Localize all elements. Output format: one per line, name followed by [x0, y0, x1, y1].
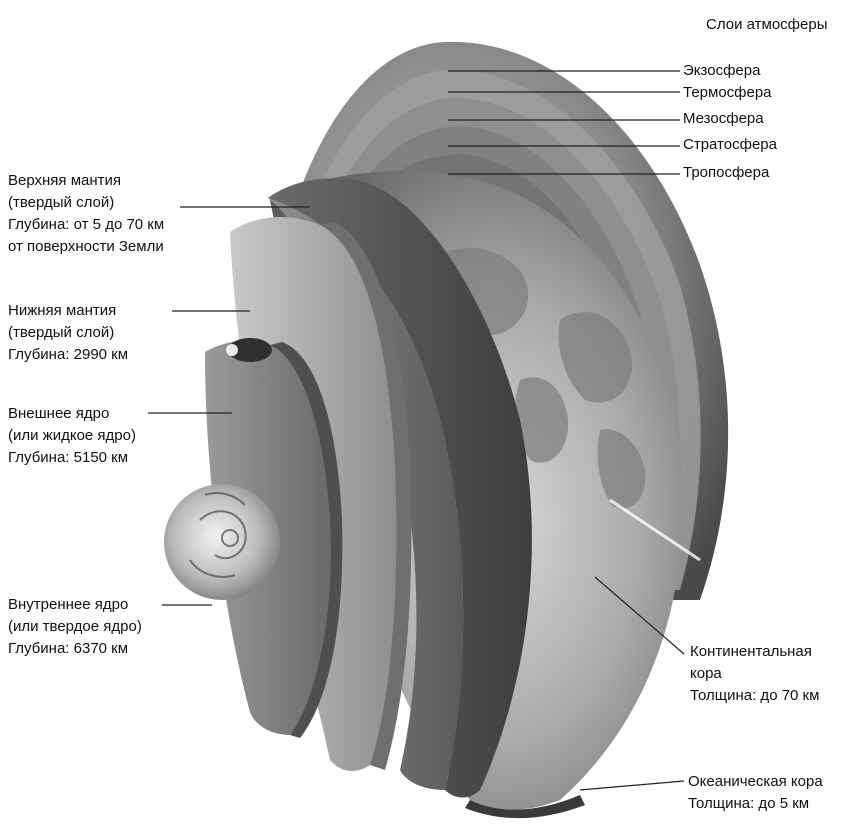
label-exosphere: Экзосфера	[683, 60, 760, 82]
upper-mantle-depth: Глубина: от 5 до 70 км	[8, 214, 164, 236]
label-stratosphere: Стратосфера	[683, 134, 777, 156]
outer-core-name: Внешнее ядро	[8, 403, 136, 425]
light-flare	[226, 344, 238, 356]
upper-mantle-note: от поверхности Земли	[8, 236, 164, 258]
outer-core-label: Внешнее ядро (или жидкое ядро) Глубина: …	[8, 403, 136, 469]
leader-oceanic-crust	[580, 781, 684, 790]
inner-core-name: Внутреннее ядро	[8, 594, 142, 616]
continental-crust-name-2: кора	[690, 663, 819, 685]
upper-mantle-label: Верхняя мантия (твердый слой) Глубина: о…	[8, 170, 164, 258]
lower-mantle-label: Нижняя мантия (твердый слой) Глубина: 29…	[8, 300, 128, 366]
inner-core-label: Внутреннее ядро (или твердое ядро) Глуби…	[8, 594, 142, 660]
lower-mantle-depth: Глубина: 2990 км	[8, 344, 128, 366]
outer-core-state: (или жидкое ядро)	[8, 425, 136, 447]
lower-mantle-name: Нижняя мантия	[8, 300, 128, 322]
oceanic-crust-label: Океаническая кора Толщина: до 5 км	[688, 771, 823, 815]
atmosphere-title: Слои атмосферы	[706, 14, 828, 36]
label-thermosphere: Термосфера	[683, 82, 772, 104]
inner-core-depth: Глубина: 6370 км	[8, 638, 142, 660]
upper-mantle-state: (твердый слой)	[8, 192, 164, 214]
label-troposphere: Тропосфера	[683, 162, 769, 184]
continental-crust-name: Континентальная	[690, 641, 819, 663]
outer-core-depth: Глубина: 5150 км	[8, 447, 136, 469]
oceanic-crust-thickness: Толщина: до 5 км	[688, 793, 823, 815]
oceanic-crust-name: Океаническая кора	[688, 771, 823, 793]
lower-mantle-state: (твердый слой)	[8, 322, 128, 344]
upper-mantle-name: Верхняя мантия	[8, 170, 164, 192]
continental-crust-label: Континентальная кора Толщина: до 70 км	[690, 641, 819, 707]
continental-crust-thickness: Толщина: до 70 км	[690, 685, 819, 707]
label-mesosphere: Мезосфера	[683, 108, 764, 130]
inner-core-state: (или твердое ядро)	[8, 616, 142, 638]
